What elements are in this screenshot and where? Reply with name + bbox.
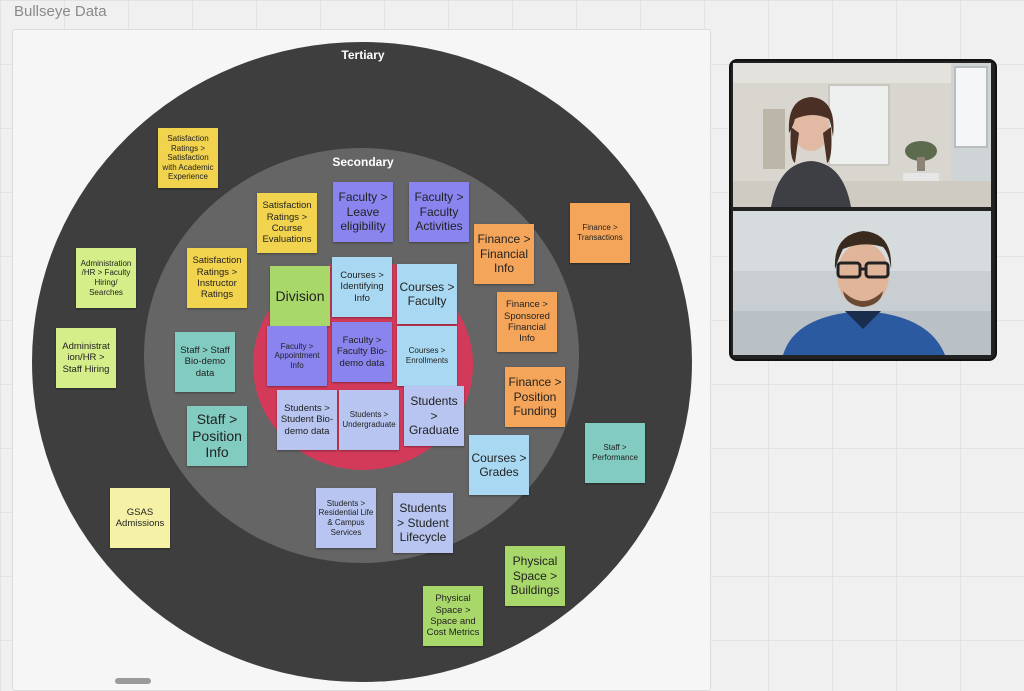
sticky-note-faculty-activities[interactable]: Faculty > Faculty Activities	[409, 182, 469, 242]
sticky-note-division[interactable]: Division	[270, 266, 330, 326]
participant-2-video-feed	[733, 211, 991, 355]
sticky-note-finance-position-funding[interactable]: Finance > Position Funding	[505, 367, 565, 427]
sticky-note-admin-staff-hiring[interactable]: Administrat ion/HR > Staff Hiring	[56, 328, 116, 388]
sticky-note-staff-biodemo[interactable]: Staff > Staff Bio-demo data	[175, 332, 235, 392]
sticky-note-faculty-biodemo[interactable]: Faculty > Faculty Bio-demo data	[332, 322, 392, 382]
sticky-note-students-graduate[interactable]: Students > Graduate	[404, 386, 464, 446]
sticky-note-courses-enrollments[interactable]: Courses > Enrollments	[397, 326, 457, 386]
video-tile-participant-1[interactable]	[733, 63, 991, 207]
sticky-note-staff-performance[interactable]: Staff > Performance	[585, 423, 645, 483]
sticky-note-satisfaction-instructor[interactable]: Satisfaction Ratings > Instructor Rating…	[187, 248, 247, 308]
secondary-label: Secondary	[332, 155, 394, 169]
sticky-note-courses-grades[interactable]: Courses > Grades	[469, 435, 529, 495]
sticky-note-finance-transactions[interactable]: Finance > Transactions	[570, 203, 630, 263]
sticky-note-satisfaction-course[interactable]: Satisfaction Ratings > Course Evaluation…	[257, 193, 317, 253]
sticky-note-students-undergraduate[interactable]: Students > Undergraduate	[339, 390, 399, 450]
bullseye-frame[interactable]: Tertiary Secondary Satisfaction Ratings …	[12, 29, 711, 691]
sticky-note-students-biodemo[interactable]: Students > Student Bio-demo data	[277, 390, 337, 450]
video-tile-participant-2[interactable]	[733, 211, 991, 355]
sticky-note-physical-cost[interactable]: Physical Space > Space and Cost Metrics	[423, 586, 483, 646]
video-call-panel[interactable]	[729, 59, 997, 361]
sticky-note-satisfaction-academic[interactable]: Satisfaction Ratings > Satisfaction with…	[158, 128, 218, 188]
tertiary-label: Tertiary	[341, 48, 385, 62]
sticky-note-courses-faculty[interactable]: Courses > Faculty	[397, 264, 457, 324]
sticky-note-staff-position[interactable]: Staff > Position Info	[187, 406, 247, 466]
sticky-note-students-lifecycle[interactable]: Students > Student Lifecycle	[393, 493, 453, 553]
participant-1-video-feed	[733, 63, 991, 207]
board-title: Bullseye Data	[14, 3, 107, 20]
sticky-note-faculty-appointment[interactable]: Faculty > Appointment Info	[267, 326, 327, 386]
sticky-note-physical-buildings[interactable]: Physical Space > Buildings	[505, 546, 565, 606]
sticky-note-courses-identifying[interactable]: Courses > Identifying Info	[332, 257, 392, 317]
horizontal-scrollbar-handle[interactable]	[115, 678, 151, 684]
sticky-note-gsas-admissions[interactable]: GSAS Admissions	[110, 488, 170, 548]
sticky-note-students-residential[interactable]: Students > Residential Life & Campus Ser…	[316, 488, 376, 548]
sticky-note-finance-financial-info[interactable]: Finance > Financial Info	[474, 224, 534, 284]
sticky-note-admin-faculty-hiring[interactable]: Administration /HR > Faculty Hiring/ Sea…	[76, 248, 136, 308]
sticky-note-finance-sponsored[interactable]: Finance > Sponsored Financial Info	[497, 292, 557, 352]
sticky-note-faculty-leave[interactable]: Faculty > Leave eligibility	[333, 182, 393, 242]
